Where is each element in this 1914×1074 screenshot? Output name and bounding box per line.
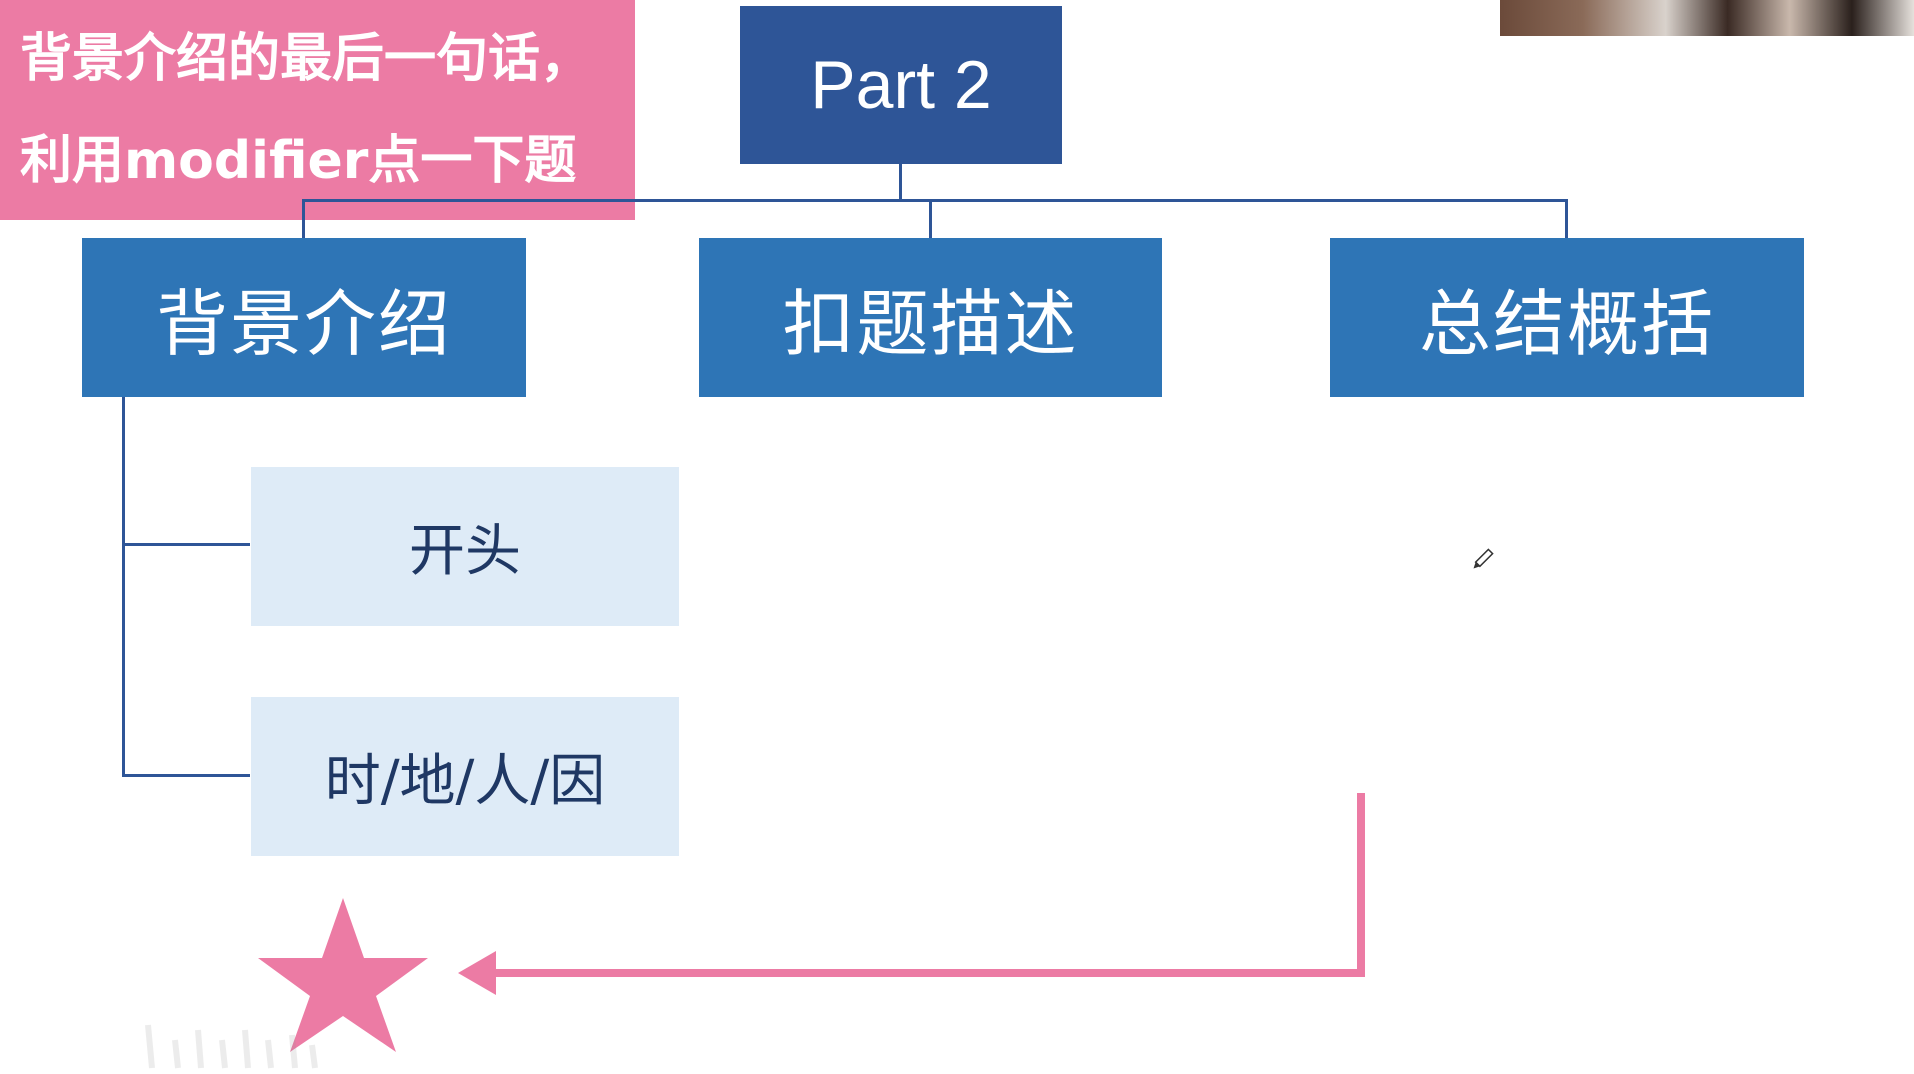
child-opening: 开头 xyxy=(251,467,679,626)
node-label: 总结概括 xyxy=(1418,282,1715,366)
pen-cursor-icon xyxy=(1473,548,1494,569)
node-summary: 总结概括 xyxy=(1330,238,1804,397)
connector-middle-down xyxy=(929,199,932,238)
root-label: Part 2 xyxy=(810,47,992,123)
node-background-intro: 背景介绍 xyxy=(82,238,526,397)
root-node: Part 2 xyxy=(740,6,1062,164)
connector-right-down xyxy=(1565,199,1568,238)
watermark-logo xyxy=(145,1024,318,1069)
connector-child-1 xyxy=(122,543,250,546)
connector-horizontal xyxy=(302,199,1568,202)
node-label: 背景介绍 xyxy=(155,282,452,366)
note-line-2: 利用modifier点一下题 xyxy=(20,131,577,191)
child-time-place-people-cause: 时/地/人/因 xyxy=(251,697,679,856)
connector-child-2 xyxy=(122,774,250,777)
pink-arrow-head xyxy=(458,951,496,995)
note-box: 背景介绍的最后一句话， 利用modifier点一下题 xyxy=(0,0,635,220)
pink-arrow-line xyxy=(490,793,1365,977)
star-icon xyxy=(258,898,428,1052)
webcam-thumbnail xyxy=(1500,0,1914,36)
child-label: 时/地/人/因 xyxy=(324,749,606,814)
node-topic-description: 扣题描述 xyxy=(699,238,1162,397)
connector-children-vertical xyxy=(122,397,125,777)
connector-root-down xyxy=(899,164,902,202)
note-line-1: 背景介绍的最后一句话， xyxy=(20,29,593,89)
node-label: 扣题描述 xyxy=(782,282,1079,366)
connector-left-down xyxy=(302,199,305,238)
child-label: 开头 xyxy=(409,519,521,584)
